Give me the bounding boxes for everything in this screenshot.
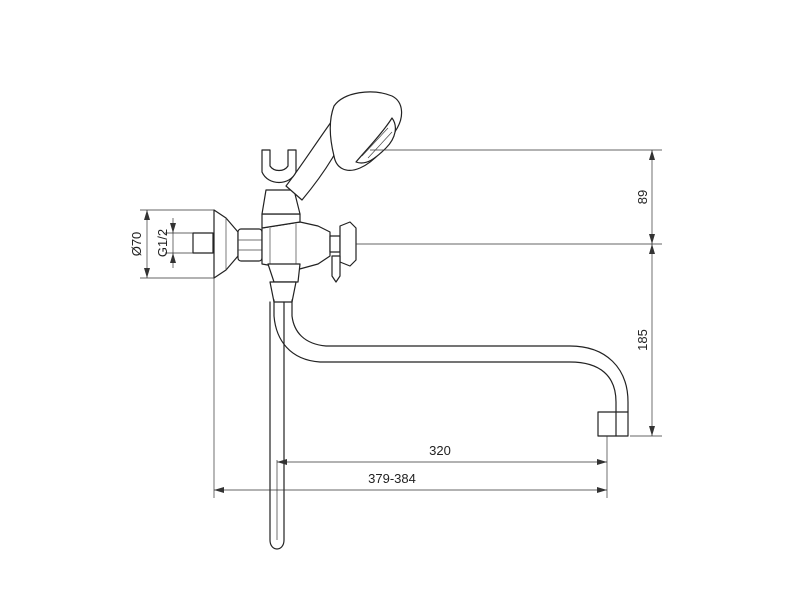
swivel-spout [269,281,629,437]
dimension-label-89: 89 [635,190,650,204]
dimension-label-320: 320 [429,443,451,458]
dimension-shower-height: 89 [635,150,655,244]
extension-lines [140,149,662,540]
dimension-spout-height: 185 [635,244,655,436]
dimension-label-diameter: Ø70 [129,232,144,257]
dimension-label-185: 185 [635,329,650,351]
dimension-label-379-384: 379-384 [368,471,416,486]
vertical-pipe [269,301,285,550]
dimension-spout-reach: 320 [277,443,607,465]
dimension-flange-diameter: Ø70 [129,210,150,278]
faucet-body [192,189,357,283]
hand-shower [285,91,403,201]
dimension-overall-reach: 379-384 [214,471,607,493]
shower-holder [261,149,297,184]
dimension-thread-size: G1/2 [155,218,176,268]
dimension-label-thread: G1/2 [155,229,170,257]
